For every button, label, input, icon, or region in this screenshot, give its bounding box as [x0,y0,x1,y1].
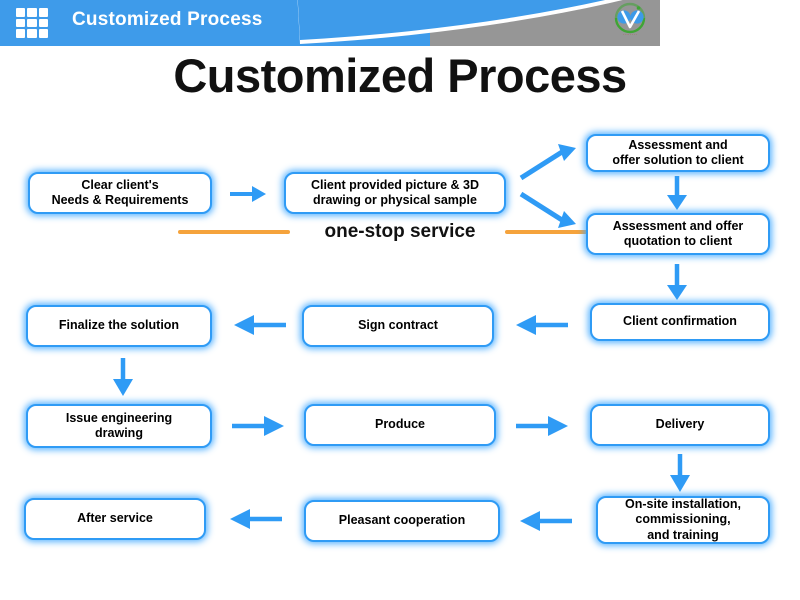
node-delivery[interactable]: Delivery [590,404,770,446]
page-subtitle: one-stop service [324,221,476,242]
node-pleasant-cooperation[interactable]: Pleasant cooperation [304,500,500,542]
app-header: Customized Process ········ [0,0,800,46]
node-label: Delivery [655,417,705,432]
arrow-cooperation-to-after [224,506,286,532]
node-sign-contract[interactable]: Sign contract [302,305,494,347]
node-client-confirmation[interactable]: Client confirmation [590,303,770,341]
arrow-provided-to-quotation [518,188,584,230]
node-label: Finalize the solution [58,318,180,333]
header-title: Customized Process [72,9,263,30]
node-after-service[interactable]: After service [24,498,206,540]
logo-caption: ········ [622,32,638,37]
node-label: Sign contract [358,318,438,333]
rule-right [505,230,607,234]
arrow-delivery-to-onsite [663,452,697,496]
arrow-provided-to-solution [518,142,584,184]
node-produce[interactable]: Produce [304,404,496,446]
node-onsite-install[interactable]: On-site installation,commissioning,and t… [596,496,770,544]
arrow-confirmation-to-contract [510,312,572,338]
arrow-quotation-to-confirmation [661,262,693,304]
arrow-solution-to-quotation [661,174,693,214]
arrow-drawing-to-produce [228,414,290,438]
page-title: Customized Process [173,49,627,102]
arrow-produce-to-delivery [512,414,574,438]
node-label: Client confirmation [623,314,737,329]
node-label: Pleasant cooperation [338,513,466,528]
node-label: On-site installation,commissioning,and t… [625,497,741,542]
arrow-onsite-to-cooperation [514,508,576,534]
company-logo-icon [614,2,646,34]
rule-left [178,230,290,234]
arrow-finalize-to-drawing [106,356,140,400]
node-label: After service [77,511,153,526]
arrow-contract-to-finalize [228,312,290,338]
node-finalize-solution[interactable]: Finalize the solution [26,305,212,347]
subtitle-row: one-stop service [0,110,800,242]
arrow-clear-to-provided [228,182,272,206]
grid-3x3-icon[interactable] [16,8,48,38]
node-label: Produce [374,417,425,432]
